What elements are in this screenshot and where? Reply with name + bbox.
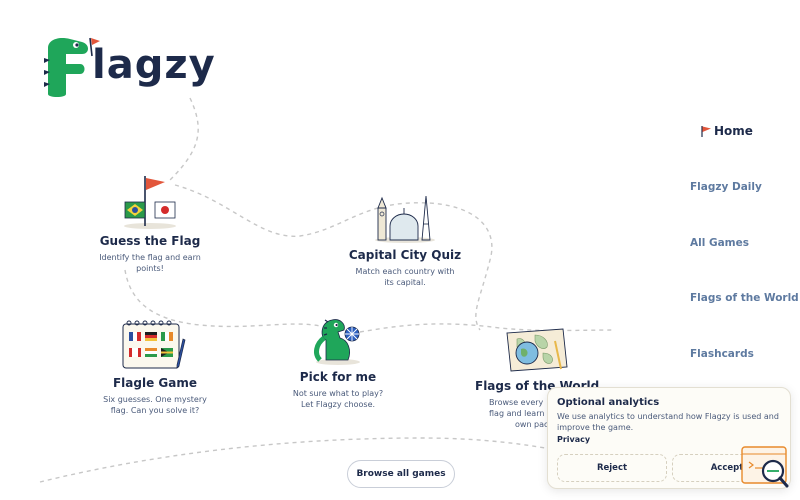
game-card-capital-city-quiz[interactable]: Capital City Quiz Match each country wit… — [345, 190, 465, 288]
analytics-consent-dialog: Optional analytics We use analytics to u… — [547, 387, 791, 489]
dino-logo-icon — [44, 37, 100, 97]
flagzy-logo[interactable]: lagzy — [40, 36, 215, 104]
world-map-icon — [506, 328, 568, 372]
landmarks-icon — [375, 195, 435, 243]
card-title: Pick for me — [299, 370, 377, 384]
consent-title: Optional analytics — [557, 397, 660, 408]
game-card-guess-the-flag[interactable]: Guess the Flag Identify the flag and ear… — [95, 172, 205, 274]
nav-flagzy-daily[interactable]: Flagzy Daily — [690, 181, 762, 193]
feedback-widget[interactable] — [741, 446, 791, 488]
card-title: Flagle Game — [112, 376, 198, 390]
flags-pole-icon — [124, 176, 176, 229]
game-card-pick-for-me[interactable]: Pick for me Not sure what to play?Let Fl… — [282, 310, 394, 410]
card-description: Not sure what to play?Let Flagzy choose. — [292, 389, 384, 409]
nav-flags-of-the-world[interactable]: Flags of the World — [690, 292, 799, 304]
nav-flashcards[interactable]: Flashcards — [690, 348, 754, 360]
magnifier-icon — [741, 446, 789, 488]
flag-icon — [701, 126, 711, 137]
nav-all-games[interactable]: All Games — [690, 237, 749, 249]
nav-home[interactable]: Home — [690, 124, 753, 138]
brand-name: lagzy — [92, 42, 216, 88]
consent-description: We use analytics to understand how Flagz… — [557, 412, 779, 432]
card-title: Capital City Quiz — [348, 248, 462, 262]
notebook-flags-icon — [122, 320, 186, 369]
dino-mascot-icon — [314, 319, 360, 365]
browse-all-games-button[interactable]: Browse all games — [347, 460, 455, 488]
reject-button[interactable]: Reject — [557, 454, 667, 482]
card-title: Guess the Flag — [99, 234, 201, 248]
privacy-link[interactable]: Privacy — [557, 435, 591, 444]
